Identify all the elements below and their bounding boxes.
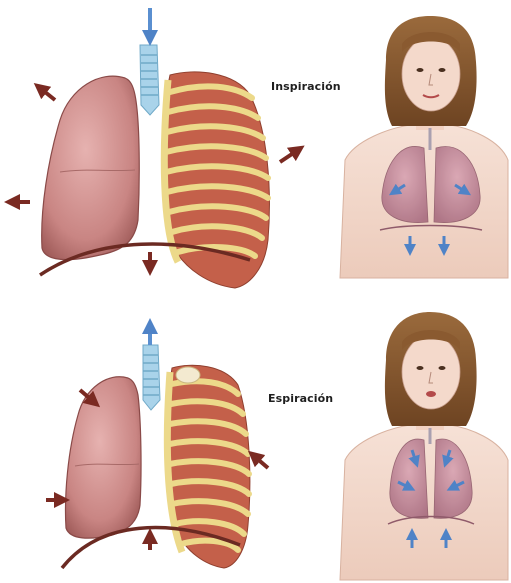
- inspiration-body: [340, 16, 508, 278]
- expiration-lung-group: [46, 326, 268, 568]
- inspiration-label: Inspiración: [271, 80, 341, 93]
- contract-arrow-right: [254, 456, 268, 468]
- left-lung: [42, 76, 140, 259]
- expiration-label: Espiración: [268, 392, 333, 405]
- expand-arrow-left-top: [40, 88, 55, 100]
- left-lung: [66, 377, 142, 538]
- expiration-body: [340, 312, 508, 580]
- inspiration-lung-group: [12, 8, 298, 288]
- expand-arrow-right: [280, 150, 298, 162]
